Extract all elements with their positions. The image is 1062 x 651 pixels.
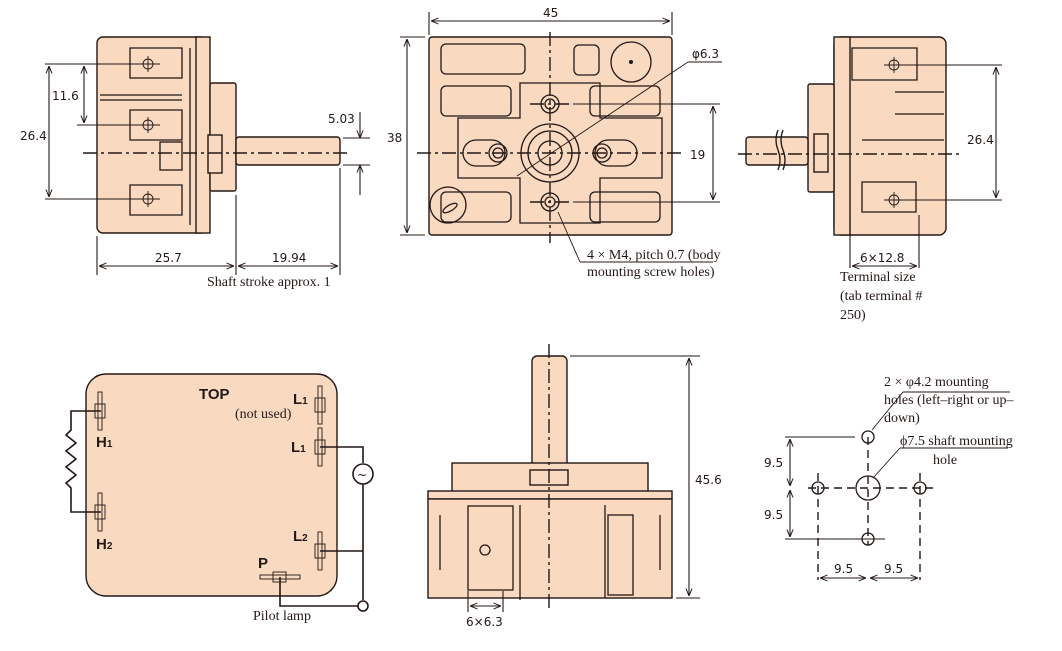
svg-text:L1: L1 (293, 391, 308, 408)
right-shaft (745, 136, 809, 166)
front-view: 45 38 19 φ6.3 4 × M4, pitch 0.7 (body mo… (387, 6, 722, 280)
dim-tab-terminal: 6×6.3 (466, 615, 503, 629)
terminal-note-3: 250) (840, 308, 866, 323)
side-view-left: 26.4 11.6 5.03 25.7 19.94 Shaft stroke a… (20, 36, 370, 290)
dim-hole-pitch: 19 (690, 148, 705, 162)
side-view-right: 26.4 6×12.8 Terminal size (tab terminal … (738, 36, 1002, 323)
dim-shaft-dia: 5.03 (328, 112, 355, 126)
mount-note-1: 2 × φ4.2 mounting (884, 375, 989, 390)
svg-text:L1: L1 (291, 439, 306, 456)
cross-recess (457, 82, 663, 224)
shaft-stroke-note: Shaft stroke approx. 1 (207, 275, 331, 290)
top-label: TOP (199, 386, 230, 403)
dim-v-upper: 9.5 (764, 456, 783, 470)
dim-center-dia: φ6.3 (692, 47, 719, 61)
terminal-note-2: (tab terminal # (840, 289, 922, 304)
shaft-note-1: ϕ7.5 shaft mounting (900, 434, 1013, 449)
dim-terminal-span: 26.4 (20, 129, 47, 143)
shaft-clip (207, 134, 223, 174)
dim-h-right: 9.5 (884, 562, 903, 576)
shaft (235, 136, 341, 166)
shaft-note-2: hole (933, 453, 957, 468)
round-boss (610, 41, 652, 83)
terminal-note-1: Terminal size (840, 270, 916, 285)
pilot-lamp-icon (357, 600, 369, 612)
panel-cutout: 9.5 9.5 9.5 9.5 2 × φ4.2 mounting holes … (764, 375, 1014, 580)
not-used-note: (not used) (235, 407, 292, 422)
dim-width: 45 (543, 6, 558, 20)
wiring-diagram: TOP H1 H2 L1 (not used) L1 L2 P (64, 373, 374, 624)
svg-text:P: P (258, 555, 268, 572)
round-boss-2 (429, 186, 467, 224)
dim-terminal-size: 6×12.8 (860, 251, 904, 265)
svg-text:H1: H1 (96, 434, 113, 451)
screw-hole-note-1: 4 × M4, pitch 0.7 (body (587, 248, 721, 263)
dim-body-depth: 25.7 (155, 251, 182, 265)
elevation-view: 45.6 6×6.3 (427, 344, 722, 629)
screw-hole-note-2: mounting screw holes) (587, 265, 715, 280)
wiring-body-outline (85, 373, 338, 597)
shaft-hole (855, 475, 881, 501)
mount-note-2: holes (left–right or up– (884, 393, 1014, 408)
terminal-L1-not-used: L1 (not used) (235, 385, 326, 425)
terminal-2 (129, 109, 183, 141)
dim-overall-height: 45.6 (695, 473, 722, 487)
heater-resistor (64, 410, 101, 513)
pilot-lamp-label: Pilot lamp (253, 609, 311, 624)
dim-terminal-pitch: 11.6 (52, 89, 79, 103)
dim-v-lower: 9.5 (764, 508, 783, 522)
right-body (833, 36, 947, 236)
lower-housing (427, 498, 673, 599)
dim-h-left: 9.5 (834, 562, 853, 576)
svg-text:H2: H2 (96, 536, 113, 553)
svg-text:L2: L2 (293, 528, 308, 545)
svg-text:~: ~ (357, 468, 367, 482)
dim-height: 38 (387, 131, 402, 145)
tab-terminal (467, 505, 514, 591)
mount-note-3: down) (884, 411, 920, 426)
terminal-3 (129, 184, 183, 216)
terminal-1 (129, 47, 183, 79)
dim-shaft-length: 19.94 (272, 251, 306, 265)
dim-terminal-span-right: 26.4 (967, 133, 994, 147)
